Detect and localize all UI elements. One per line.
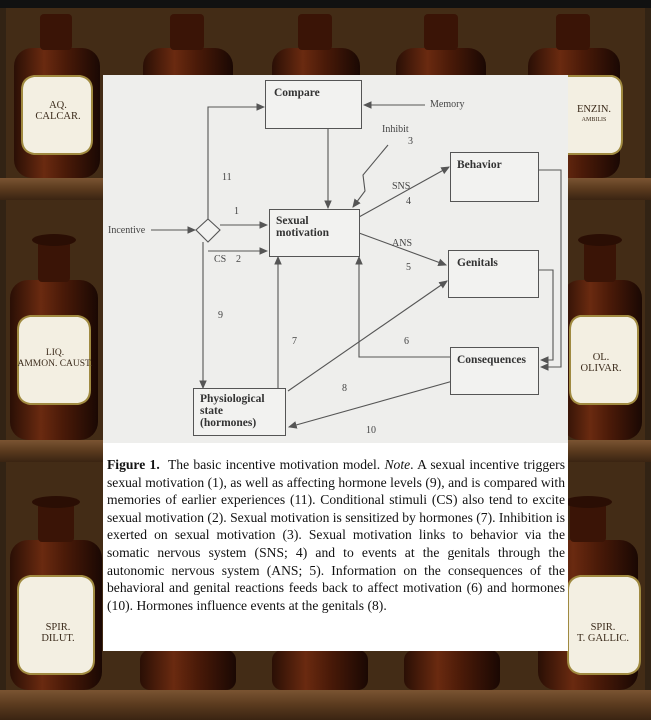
jar-label-spir-gallic: SPIR. T. GALLIC. bbox=[568, 622, 638, 644]
incentive-decision-diamond bbox=[195, 218, 221, 243]
genitals-to-consequences-arrow bbox=[539, 269, 554, 364]
genitals-box: Genitals bbox=[448, 250, 539, 298]
physiological-label-line: state bbox=[200, 405, 223, 417]
behavior-box: Behavior bbox=[450, 152, 539, 202]
arrow-10 bbox=[287, 380, 454, 429]
jar-label-line: SPIR. bbox=[45, 622, 71, 633]
number-4-label: 4 bbox=[406, 196, 411, 207]
incentive-label: Incentive bbox=[108, 225, 146, 236]
behavior-label: Behavior bbox=[457, 159, 502, 171]
behavior-to-consequences-arrow bbox=[539, 169, 562, 371]
figure-title: The basic incentive motivation model. bbox=[168, 457, 381, 472]
number-5-label: 5 bbox=[406, 262, 411, 273]
number-11-label: 11 bbox=[222, 172, 232, 183]
figure-label: Figure 1. bbox=[107, 457, 160, 472]
jar-label-line: AMMON. CAUST. bbox=[17, 359, 93, 369]
jar-label-line: LIQ. bbox=[45, 348, 65, 358]
jar-label-spir-dilut: SPIR. DILUT. bbox=[30, 622, 86, 644]
number-1-label: 1 bbox=[234, 206, 239, 217]
jar-label-line: OL. bbox=[592, 352, 610, 363]
number-3-label: 3 bbox=[408, 136, 413, 147]
jar-label-line: SPIR. bbox=[590, 622, 616, 633]
inhibit-label: Inhibit bbox=[382, 124, 409, 135]
physiological-label-line: Physiological bbox=[200, 393, 265, 405]
physiological-label-line: (hormones) bbox=[200, 417, 257, 429]
physiological-state-box: Physiological state (hormones) bbox=[193, 388, 286, 436]
caption-body: . A sexual incentive triggers sexual mot… bbox=[107, 457, 565, 613]
jar-label-line: ENZIN. bbox=[576, 104, 612, 115]
number-8-label: 8 bbox=[342, 383, 347, 394]
jar-label-line: T. GALLIC. bbox=[576, 633, 629, 644]
compare-label: Compare bbox=[274, 87, 320, 99]
number-9-label: 9 bbox=[218, 310, 223, 321]
arrow-sns-4 bbox=[358, 166, 450, 218]
incentive-motivation-diagram bbox=[151, 101, 562, 429]
sexual-motivation-label-line: motivation bbox=[276, 227, 330, 239]
cs-label: CS bbox=[214, 254, 227, 265]
number-7-label: 7 bbox=[292, 336, 297, 347]
arrow-6 bbox=[355, 255, 453, 358]
note-label: Note bbox=[384, 457, 411, 472]
sns-label: SNS bbox=[392, 181, 411, 192]
consequences-label: Consequences bbox=[457, 354, 527, 366]
jar-label-benzin: ENZIN. AMBILIS bbox=[568, 104, 620, 126]
number-6-label: 6 bbox=[404, 336, 409, 347]
compare-box: Compare bbox=[265, 80, 362, 129]
arrow-11 bbox=[207, 103, 266, 219]
jar-label-line: AQ. bbox=[49, 100, 67, 111]
sexual-motivation-label-line: Sexual bbox=[276, 215, 309, 227]
jar-label-ol-olivar: OL. OLIVAR. bbox=[568, 352, 634, 374]
jar-label-liq-ammon: LIQ. AMMON. CAUST. bbox=[16, 348, 94, 370]
arrow-ans-5 bbox=[358, 232, 448, 266]
jar-label-line: CALCAR. bbox=[35, 111, 81, 122]
number-2-label: 2 bbox=[236, 254, 241, 265]
jar-label-line: OLIVAR. bbox=[580, 363, 622, 374]
number-10-label: 10 bbox=[366, 425, 376, 436]
inhibit-arrow bbox=[352, 144, 389, 208]
ans-label: ANS bbox=[392, 238, 413, 249]
figure-caption: Figure 1. The basic incentive motivation… bbox=[107, 456, 565, 614]
jar-label-line: DILUT. bbox=[41, 633, 75, 644]
jar-label-aq-calcar: AQ. CALCAR. bbox=[30, 100, 86, 122]
sexual-motivation-box: Sexual motivation bbox=[269, 209, 360, 257]
arrow-8 bbox=[287, 280, 448, 392]
genitals-label: Genitals bbox=[457, 257, 498, 269]
consequences-box: Consequences bbox=[450, 347, 539, 395]
memory-label: Memory bbox=[430, 99, 465, 110]
jar-label-line: AMBILIS bbox=[581, 117, 607, 123]
